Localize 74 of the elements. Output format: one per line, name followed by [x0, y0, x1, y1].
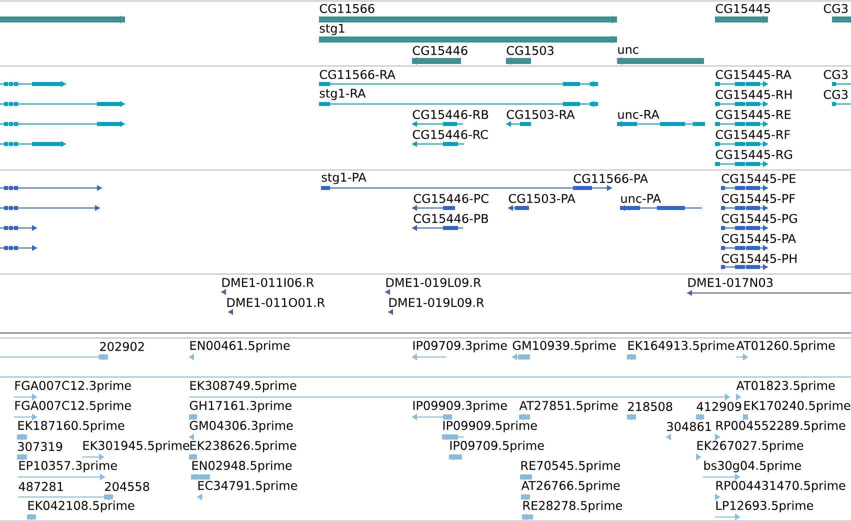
feature-label: stg1-PA — [322, 172, 366, 184]
feature-label: CG11566-PA — [574, 174, 648, 184]
feature-label: 487281 — [18, 482, 63, 492]
feature-label: RP004552289.5prime — [716, 420, 846, 432]
feature-label: EK301945.5prime — [83, 440, 190, 452]
feature-label: CG15445-RA — [716, 70, 792, 80]
feature-label: RP004431470.5prime — [716, 480, 846, 492]
feature-label: DME1-019L09.R — [386, 278, 481, 288]
feature-label: 307319 — [18, 442, 62, 452]
feature-label: 218508 — [628, 402, 672, 412]
feature-label: EK187160.5prime — [18, 420, 124, 432]
feature-label: CG11566-RA — [320, 70, 396, 80]
feature-label: EC34791.5prime — [198, 480, 298, 492]
feature-label: FGA007C12.3prime — [15, 380, 131, 392]
feature-label: stg1-RA — [320, 88, 366, 100]
feature-label: EK238626.5prime — [190, 440, 296, 452]
feature-label: CG15445-RH — [716, 90, 792, 100]
feature-label: GH17161.3prime — [190, 400, 292, 412]
feature-label: 204558 — [105, 482, 150, 492]
feature-label: AT01823.5prime — [736, 380, 835, 392]
feature-label: 202902 — [100, 342, 144, 352]
feature-label: CG15445-PA — [722, 234, 796, 244]
feature-label: GM04306.3prime — [190, 420, 293, 432]
feature-label: IP09709.3prime — [413, 340, 507, 352]
feature-label: EK042108.5prime — [28, 500, 134, 512]
feature-label: RE70545.5prime — [521, 460, 620, 472]
feature-label: CG15446 — [412, 46, 468, 56]
feature-label: IP09909.3prime — [413, 400, 507, 412]
feature-label: stg1 — [320, 24, 344, 36]
feature-label: unc — [618, 47, 638, 54]
feature-label: EK170240.5prime — [744, 400, 850, 412]
feature-label: EP10357.3prime — [19, 460, 117, 472]
feature-label: CG15446-PC — [414, 194, 488, 204]
feature-label: CG1503-PA — [508, 194, 576, 204]
feature-label: IP09709.5prime — [450, 440, 544, 452]
feature-label: bs30g04.5prime — [704, 460, 801, 472]
feature-label: CG1503 — [506, 46, 554, 56]
feature-label: 304861 — [667, 422, 711, 432]
feature-label: CG3 — [824, 70, 848, 80]
feature-label: DME1-011O01.R — [227, 298, 325, 308]
feature-label: DME1-011I06.R — [222, 278, 314, 288]
feature-label: EK164913.5prime — [628, 340, 734, 352]
feature-label: CG11566 — [320, 4, 374, 14]
feature-label: CG3 — [824, 90, 848, 100]
feature-label: CG15445-PG — [722, 214, 797, 224]
feature-label: IP09909.5prime — [443, 420, 537, 432]
feature-label: DME1-017N03 — [688, 278, 773, 288]
feature-label: EN02948.5prime — [192, 460, 292, 472]
feature-label: CG15446-RC — [412, 130, 488, 140]
feature-label: unc-RA — [618, 110, 660, 119]
feature-label: CG1503-RA — [506, 110, 575, 120]
feature-label: CG15445-RF — [716, 130, 790, 140]
feature-label: CG15445-PE — [722, 174, 796, 184]
feature-label: CG15445 — [716, 4, 770, 14]
feature-label: GM10939.5prime — [512, 340, 616, 352]
feature-label: 412909 — [696, 402, 742, 412]
feature-label: CG15446-RB — [412, 110, 488, 120]
feature-label: DME1-019L09.R — [389, 298, 484, 308]
feature-label: EK308749.5prime — [190, 380, 296, 392]
feature-label: LP12693.5prime — [716, 500, 814, 512]
feature-label: EK267027.5prime — [697, 440, 804, 452]
feature-label: EN00461.5prime — [190, 340, 290, 352]
feature-label: CG15445-RE — [716, 110, 791, 120]
feature-label: CG15445-RG — [716, 150, 792, 160]
feature-label: AT01260.5prime — [736, 340, 835, 352]
feature-label: RE28278.5prime — [523, 500, 622, 512]
feature-label: FGA007C12.5prime — [15, 400, 131, 412]
feature-label: CG3 — [824, 4, 848, 14]
feature-label: CG15445-PH — [722, 254, 796, 264]
feature-label: CG15445-PF — [722, 194, 795, 204]
feature-label: AT26766.5prime — [521, 480, 620, 492]
feature-label: AT27851.5prime — [519, 400, 618, 412]
feature-label: unc-PA — [621, 194, 661, 203]
feature-label: CG15446-PB — [414, 214, 488, 224]
